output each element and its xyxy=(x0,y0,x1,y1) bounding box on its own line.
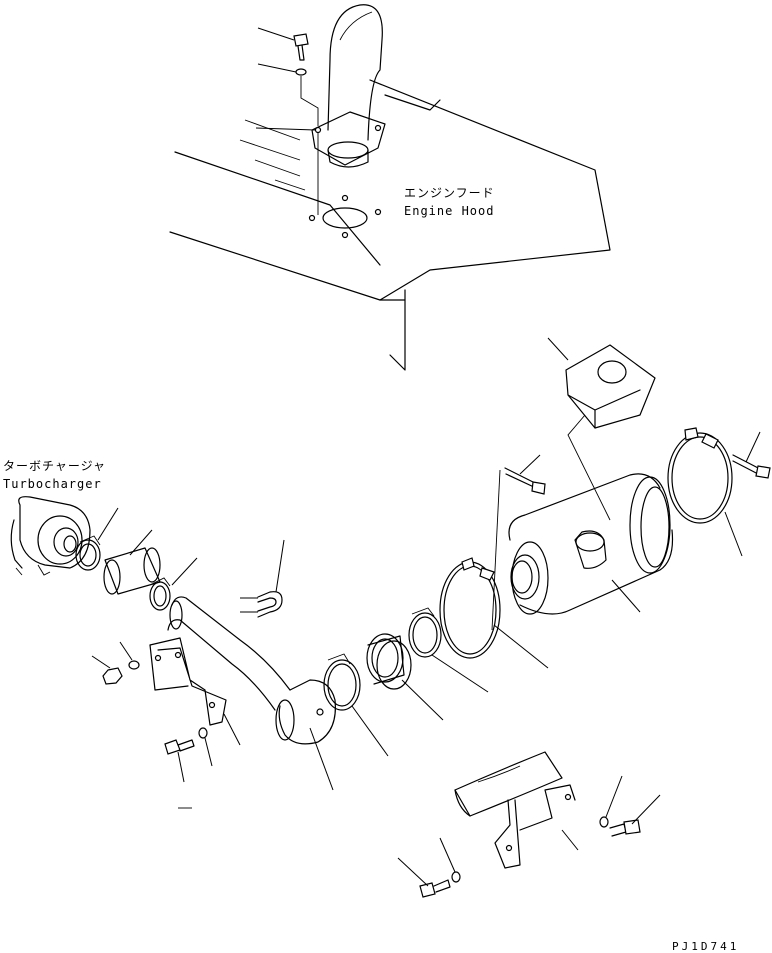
air-cleaner xyxy=(508,473,674,615)
hose-clamp-mid xyxy=(408,607,442,658)
leader-line xyxy=(275,539,285,593)
leader-line xyxy=(129,529,153,556)
stack-washer xyxy=(295,68,307,76)
washer xyxy=(128,660,140,670)
stack-bolt-guide xyxy=(300,76,319,126)
turbocharger xyxy=(10,496,91,576)
hose-clamp-center xyxy=(323,653,361,711)
hood-bolt-hole xyxy=(341,231,349,239)
engine-hood xyxy=(169,79,611,371)
bracket-bolt xyxy=(164,739,195,755)
intake-pipe xyxy=(167,596,336,745)
turbocharger-label-en: Turbocharger xyxy=(3,477,102,491)
leader-line xyxy=(91,655,111,669)
hood-bolt-hole xyxy=(308,214,316,222)
turbocharger-label-jp: ターボチャージャ xyxy=(3,459,107,473)
pipe-bracket xyxy=(149,637,227,726)
u-bolt xyxy=(240,591,283,618)
band-clamp-left xyxy=(439,557,501,659)
air-cleaner-cap xyxy=(565,344,656,429)
leader-line xyxy=(724,511,743,557)
leader-line xyxy=(745,431,761,463)
leader-line xyxy=(397,857,429,887)
engine-hood-label-en: Engine Hood xyxy=(404,204,495,218)
leader-line xyxy=(223,713,241,746)
hose-clamp xyxy=(149,577,171,611)
leader-line xyxy=(177,751,185,783)
leader-line xyxy=(97,507,119,541)
bolt-guide xyxy=(491,469,501,631)
leader-line xyxy=(257,63,297,73)
leader-line xyxy=(257,27,295,41)
support-bolt-left xyxy=(419,879,451,898)
leader-line xyxy=(309,727,334,791)
leader-line xyxy=(493,624,549,669)
nut xyxy=(102,667,123,685)
washer xyxy=(599,816,609,828)
leader-line xyxy=(547,337,569,361)
washer xyxy=(451,871,461,883)
hose-clamp-small xyxy=(75,535,101,571)
support-bolt-right xyxy=(609,819,641,837)
cap-guide xyxy=(567,414,611,521)
leader-line xyxy=(255,127,316,131)
washer xyxy=(198,727,208,739)
hood-bolt-hole xyxy=(341,194,349,202)
leader-line xyxy=(439,837,456,873)
reducer-hose xyxy=(366,633,412,690)
hood-bolt-hole xyxy=(374,208,382,216)
stack-bolt xyxy=(293,33,309,61)
drawing-number: PJ1D741 xyxy=(672,940,740,953)
leader-line xyxy=(561,829,579,851)
band-clamp-bolt xyxy=(504,467,546,495)
leader-line xyxy=(611,579,641,613)
leader-line xyxy=(351,705,389,757)
leader-line xyxy=(401,679,444,721)
leader-line xyxy=(204,737,213,767)
leader-line xyxy=(519,454,541,475)
engine-hood-label-jp: エンジンフード xyxy=(404,186,495,200)
leader-line xyxy=(171,557,198,586)
hood-exhaust-hole xyxy=(322,207,368,229)
leader-line xyxy=(119,641,133,661)
support-bracket xyxy=(454,751,576,869)
exhaust-stack xyxy=(311,4,386,215)
leader-line xyxy=(605,775,623,818)
band-clamp-bolt-right xyxy=(732,454,771,479)
leader-line xyxy=(431,654,489,693)
band-clamp-right xyxy=(667,427,733,524)
leader-line xyxy=(631,794,661,825)
